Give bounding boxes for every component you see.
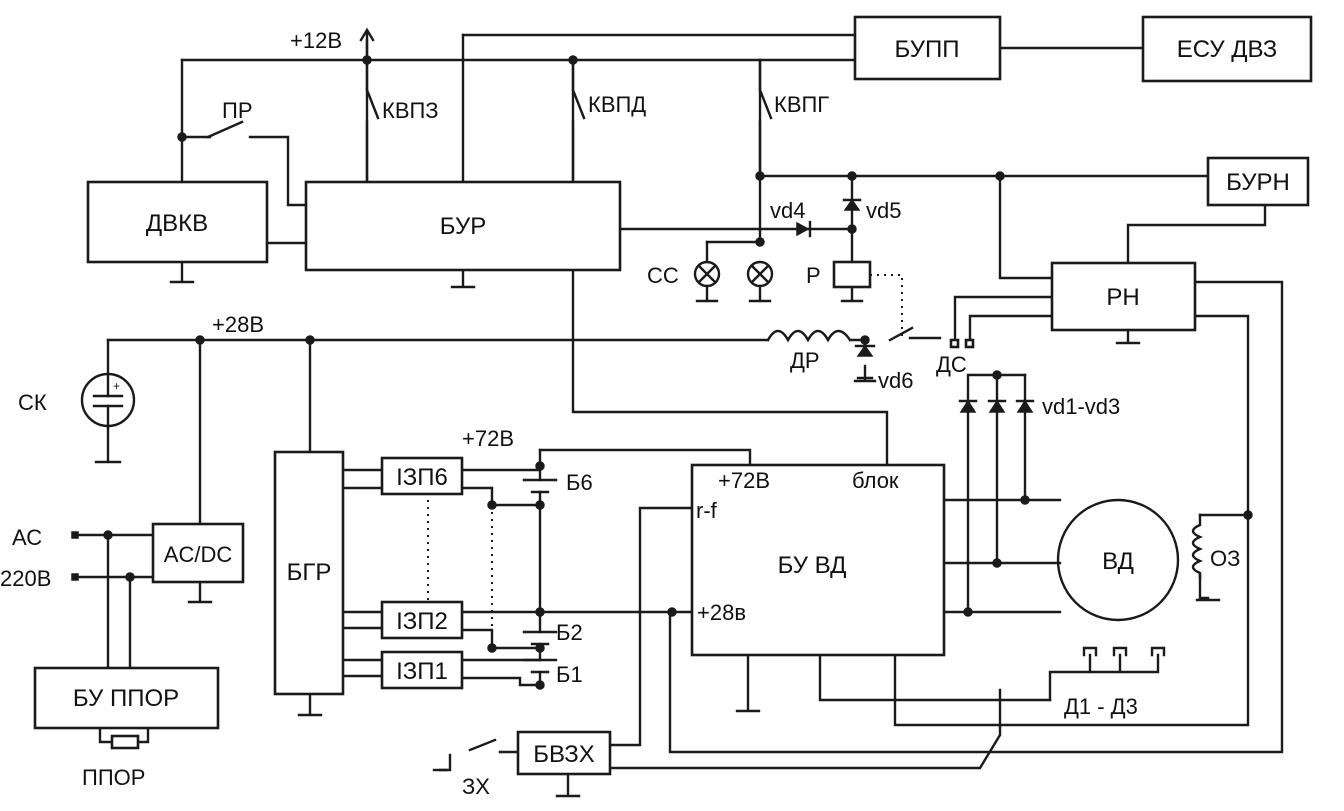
dotted-links bbox=[427, 274, 903, 648]
svg-text:vd4: vd4 bbox=[770, 198, 805, 223]
svg-text:ІЗП1: ІЗП1 bbox=[396, 658, 448, 685]
svg-text:СС: СС bbox=[647, 263, 679, 288]
svg-text:vd1-vd3: vd1-vd3 bbox=[1042, 394, 1120, 419]
svg-text:ДВКВ: ДВКВ bbox=[146, 210, 208, 237]
svg-text:+: + bbox=[113, 379, 120, 393]
block-bu-vd: БУ ВД +72В блок r-f +28в bbox=[690, 463, 946, 657]
svg-text:ДС: ДС bbox=[936, 352, 967, 377]
capacitor-ck: + bbox=[80, 372, 136, 430]
svg-text:БУПП: БУПП bbox=[895, 36, 960, 63]
switch-kvpz bbox=[365, 58, 380, 182]
svg-text:ДР: ДР bbox=[790, 348, 820, 373]
switch-ds bbox=[888, 326, 975, 349]
svg-text:ПР: ПР bbox=[222, 98, 253, 123]
svg-text:ІЗП6: ІЗП6 bbox=[396, 464, 448, 491]
inductor-oz bbox=[1191, 513, 1204, 580]
svg-text:r-f: r-f bbox=[696, 498, 718, 523]
block-rn: РН bbox=[1050, 261, 1197, 332]
diode-vd4 bbox=[796, 220, 812, 238]
svg-text:БУ ВД: БУ ВД bbox=[778, 552, 847, 579]
svg-text:АС: АС bbox=[12, 525, 42, 550]
svg-text:КВПГ: КВПГ bbox=[774, 92, 829, 117]
svg-text:КВПД: КВПД bbox=[588, 92, 646, 117]
svg-text:+72В: +72В bbox=[718, 468, 770, 493]
svg-text:БУ ППОР: БУ ППОР bbox=[73, 685, 179, 712]
svg-text:СК: СК bbox=[18, 390, 47, 415]
block-bvzx: БВЗХ bbox=[516, 730, 612, 776]
svg-text:РН: РН bbox=[1106, 284, 1139, 311]
sensors-icon bbox=[1082, 646, 1166, 657]
ground-icon bbox=[94, 280, 1221, 798]
block-esu-dvz: ЕСУ ДВЗ bbox=[1141, 15, 1313, 83]
block-relay: Р bbox=[806, 260, 872, 289]
block-burn: БУРН bbox=[1206, 156, 1310, 207]
diode-vd5 bbox=[842, 198, 862, 211]
svg-text:КВПЗ: КВПЗ bbox=[382, 98, 439, 123]
svg-text:ІЗП2: ІЗП2 bbox=[396, 608, 448, 635]
svg-text:+72В: +72В bbox=[462, 426, 514, 451]
svg-text:+28В: +28В bbox=[212, 312, 264, 337]
svg-text:БУР: БУР bbox=[440, 213, 486, 240]
svg-text:БВЗХ: БВЗХ bbox=[533, 741, 594, 768]
svg-text:220В: 220В bbox=[0, 566, 51, 591]
block-bu-ppor: БУ ППОР bbox=[33, 666, 220, 730]
lamp-icon bbox=[693, 260, 774, 288]
svg-text:AC/DC: AC/DC bbox=[164, 542, 233, 567]
svg-text:ВД: ВД bbox=[1102, 548, 1134, 575]
switch-kvpd bbox=[571, 58, 586, 184]
svg-text:vd6: vd6 bbox=[878, 368, 913, 393]
block-bur: БУР bbox=[304, 180, 622, 272]
svg-text:Б6: Б6 bbox=[566, 470, 593, 495]
junctions bbox=[71, 55, 1253, 690]
svg-text:Б1: Б1 bbox=[556, 662, 583, 687]
labels: +12В ПР КВПЗ КВПД КВПГ vd4 vd5 СС +28В Д… bbox=[0, 28, 1240, 799]
svg-text:ЕСУ ДВЗ: ЕСУ ДВЗ bbox=[1177, 36, 1277, 63]
motor-vd: ВД bbox=[1056, 498, 1180, 622]
svg-text:БУРН: БУРН bbox=[1226, 169, 1290, 196]
block-izp2: ІЗП2 bbox=[380, 600, 464, 640]
block-izp1: ІЗП1 bbox=[380, 650, 464, 690]
switch-pr bbox=[206, 120, 244, 139]
block-dvkv: ДВКВ bbox=[86, 180, 269, 264]
block-acdc: AC/DC bbox=[151, 522, 245, 584]
svg-text:Р: Р bbox=[806, 263, 821, 288]
batteries bbox=[522, 478, 558, 674]
svg-text:ОЗ: ОЗ bbox=[1210, 546, 1240, 571]
svg-text:+12В: +12В bbox=[290, 28, 342, 53]
switch-kvpg bbox=[758, 58, 773, 178]
inductor-dr bbox=[766, 329, 852, 343]
svg-text:ЗХ: ЗХ bbox=[462, 774, 490, 799]
svg-text:блок: блок bbox=[852, 468, 899, 493]
svg-text:Б2: Б2 bbox=[556, 620, 583, 645]
block-izp6: ІЗП6 bbox=[380, 456, 464, 496]
supply-arrow-icon bbox=[359, 27, 375, 62]
svg-text:vd5: vd5 bbox=[866, 198, 901, 223]
diodes-vd1-vd3 bbox=[958, 399, 1035, 413]
svg-text:Д1 - Д3: Д1 - Д3 bbox=[1064, 694, 1138, 719]
diode-vd6 bbox=[854, 344, 876, 380]
svg-text:БГР: БГР bbox=[287, 559, 332, 586]
svg-text:+28в: +28в bbox=[697, 600, 746, 625]
block-bgr: БГР bbox=[273, 450, 345, 696]
block-bupp: БУПП bbox=[853, 15, 1002, 81]
svg-text:ППОР: ППОР bbox=[82, 765, 145, 790]
resistor-ppor bbox=[110, 734, 140, 750]
